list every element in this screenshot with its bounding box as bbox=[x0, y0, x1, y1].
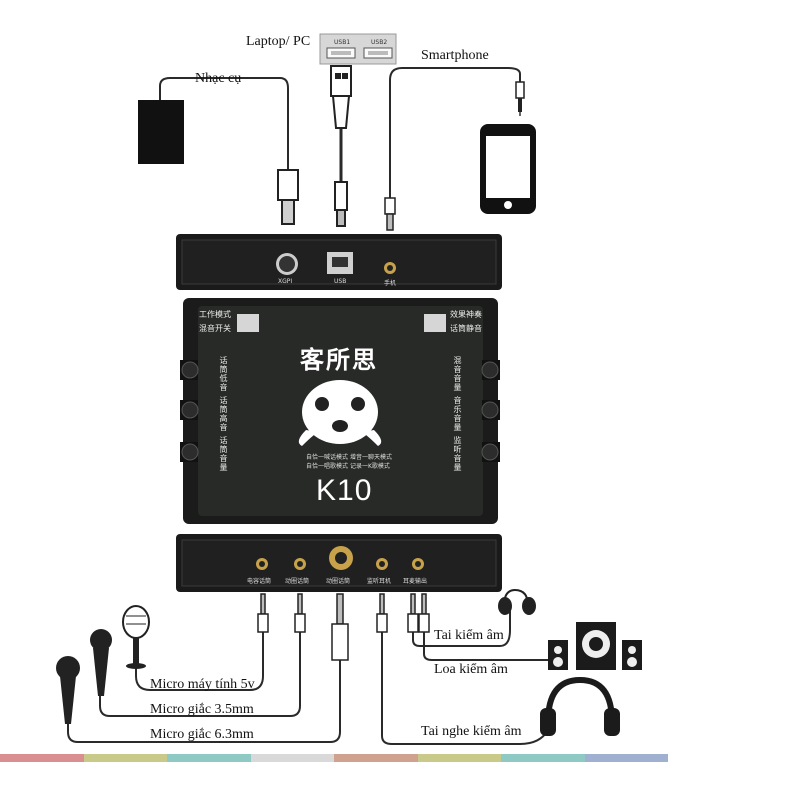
btn-label-effect: 效果神奏 bbox=[450, 310, 482, 319]
device-brand: 客所思 bbox=[300, 346, 378, 374]
bottom-plugs bbox=[257, 593, 430, 661]
smartphone bbox=[480, 124, 536, 214]
label-mic-63: Micro giắc 6.3mm bbox=[150, 727, 254, 742]
label-mic-pc: Micro máy tính 5v bbox=[150, 677, 255, 692]
btn-label-mic-mute: 话筒静音 bbox=[450, 324, 482, 333]
mic-63-microphone bbox=[56, 656, 80, 724]
mic-63-cable bbox=[67, 659, 341, 743]
usb-plug bbox=[330, 65, 352, 227]
cables bbox=[67, 67, 549, 745]
knob-label-right-2: 音乐音量 bbox=[453, 396, 462, 432]
usb-hub bbox=[319, 33, 397, 65]
mode-text-3: 增音一聊天模式 bbox=[350, 454, 393, 461]
label-smartphone: Smartphone bbox=[421, 48, 489, 63]
headphones bbox=[540, 676, 620, 736]
label-laptop: Laptop/ PC bbox=[246, 34, 311, 49]
headphone-cable bbox=[381, 631, 549, 745]
smartphone-cable bbox=[389, 67, 521, 199]
phone-plug bbox=[384, 197, 396, 231]
instrument-cable bbox=[159, 77, 289, 171]
color-strip-segment bbox=[0, 754, 84, 762]
mic-pc-cable bbox=[135, 631, 264, 691]
port-label-monitor: 监听耳机 bbox=[367, 578, 392, 585]
label-headphone: Tai nghe kiểm âm bbox=[421, 724, 522, 739]
color-strip-segment bbox=[501, 754, 585, 762]
usb2-label: USB2 bbox=[371, 39, 388, 46]
pc-microphone bbox=[122, 605, 150, 669]
btn-label-work-mode: 工作模式 bbox=[199, 310, 231, 319]
device-top-panel bbox=[176, 234, 502, 290]
label-speaker: Loa kiểm âm bbox=[434, 662, 508, 677]
earphones bbox=[498, 588, 536, 615]
mode-text-1: 自恰一喊话模式 bbox=[306, 454, 349, 461]
knob-label-right-3: 监听音量 bbox=[453, 436, 462, 472]
port-label-headset-out: 耳麦输出 bbox=[403, 578, 428, 585]
label-instrument: Nhạc cụ bbox=[195, 71, 242, 86]
device-model: K10 bbox=[316, 474, 373, 507]
smartphone-jack bbox=[515, 81, 525, 116]
knob-label-left-2: 话筒高音 bbox=[219, 396, 228, 432]
knob-label-left-1: 话筒低音 bbox=[219, 356, 228, 392]
usb1-label: USB1 bbox=[334, 39, 351, 46]
speaker-cable bbox=[423, 631, 549, 661]
color-strip-segment bbox=[167, 754, 251, 762]
mode-text-4: 记录一K歌模式 bbox=[350, 463, 390, 470]
knob-label-right-1: 混音音量 bbox=[453, 356, 462, 392]
port-label-dynamic-2: 动圈话筒 bbox=[326, 578, 351, 585]
color-strip-segment bbox=[584, 754, 668, 762]
port-label-condenser: 电容话筒 bbox=[247, 578, 272, 585]
btn-label-mix-switch: 混音开关 bbox=[199, 324, 231, 333]
port-label-xgpi: XGPI bbox=[278, 278, 293, 285]
mode-text-2: 自恰一唱歌模式 bbox=[306, 463, 349, 470]
speakers bbox=[548, 622, 642, 670]
mic-35-cable bbox=[99, 631, 301, 717]
instrument-box bbox=[138, 100, 184, 164]
device-face bbox=[183, 298, 498, 524]
color-strip-segment bbox=[417, 754, 501, 762]
device-bottom-panel bbox=[176, 534, 502, 592]
port-label-phone: 手机 bbox=[384, 280, 397, 287]
earphone-cable bbox=[412, 605, 511, 647]
instrument-plug bbox=[277, 169, 299, 225]
label-mic-35: Micro giắc 3.5mm bbox=[150, 702, 254, 717]
port-label-usb: USB bbox=[334, 278, 347, 285]
device-knobs bbox=[180, 360, 500, 462]
port-label-dynamic-1: 动圈话筒 bbox=[285, 578, 310, 585]
color-strip-segment bbox=[334, 754, 418, 762]
color-strip-segment bbox=[250, 754, 334, 762]
knob-label-left-3: 话筒音量 bbox=[219, 436, 228, 472]
mic-35-microphone bbox=[90, 629, 112, 696]
label-earphone: Tai kiểm âm bbox=[434, 628, 504, 643]
color-strip-segment bbox=[83, 754, 167, 762]
